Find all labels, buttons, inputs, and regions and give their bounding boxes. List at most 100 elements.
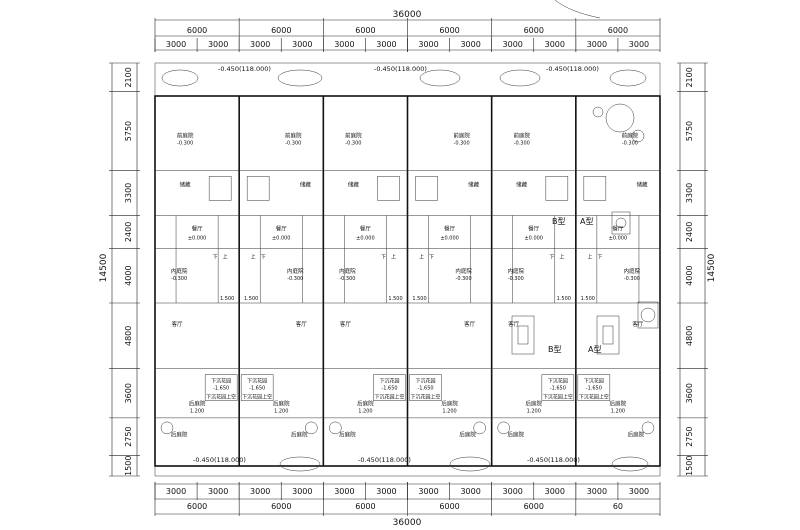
left-dimensions: 14500 2100575033002400400048003600275015… xyxy=(99,62,140,477)
room-dining: 餐厅 xyxy=(192,224,204,232)
bottom-half-dim: 3000 xyxy=(166,487,186,496)
level-front-yard: -0.300 xyxy=(514,140,530,146)
right-seg-dim: 4000 xyxy=(685,265,694,285)
shrub xyxy=(473,421,486,435)
top-unit-dim: 6000 xyxy=(187,26,207,35)
level-front-yard: -0.300 xyxy=(454,140,470,146)
bottom-half-dim: 3000 xyxy=(587,487,607,496)
left-seg-dim: 1500 xyxy=(124,456,133,476)
room-living: 客厅 xyxy=(508,320,520,328)
level-inner-court: -0.300 xyxy=(339,276,355,282)
bottom-unit-dim: 6000 xyxy=(524,502,544,511)
shrub-cluster xyxy=(609,69,647,87)
bottom-half-dim: 3000 xyxy=(250,487,270,496)
left-seg-dim: 4000 xyxy=(124,265,133,285)
room-basement-court: 下沉花园 xyxy=(584,378,604,385)
stair-block xyxy=(545,176,569,201)
top-unit-dim: 6000 xyxy=(608,26,628,35)
room-basement-void: 下沉花园上空 xyxy=(410,394,440,401)
level-back-yard: 1.200 xyxy=(442,409,456,415)
top-half-dim: 3000 xyxy=(629,40,649,49)
level-dining: ±0.000 xyxy=(188,235,207,241)
level-back-yard: 1.200 xyxy=(611,409,625,415)
type-label-a-2: A型 xyxy=(588,345,601,354)
level-front-yard: -0.300 xyxy=(345,140,361,146)
stair-up-mark: 上 xyxy=(251,253,256,260)
top-half-dim: 3000 xyxy=(503,40,523,49)
stair-up-mark: 上 xyxy=(559,253,564,260)
level-inner-court: -0.300 xyxy=(508,276,524,282)
shrub xyxy=(305,421,318,435)
elevation-bottom-3: -0.450(118.000) xyxy=(527,456,580,464)
top-half-dim: 3000 xyxy=(208,40,228,49)
right-seg-dim: 2750 xyxy=(685,427,694,447)
elevation-top-2: -0.450(118.000) xyxy=(374,65,427,73)
level-dining: ±0.000 xyxy=(440,235,459,241)
bottom-unit-dim: 6000 xyxy=(355,502,375,511)
room-back-yard-lower: 后庭院 xyxy=(628,431,645,439)
room-basement-void: 下沉花园上空 xyxy=(579,394,609,401)
level-inner-court: -0.300 xyxy=(456,276,472,282)
room-inner-court: 内庭院 xyxy=(171,267,188,275)
top-unit-dim: 6000 xyxy=(355,26,375,35)
right-seg-dim: 1500 xyxy=(685,456,694,476)
stair-block xyxy=(208,176,232,201)
top-half-dim: 3000 xyxy=(545,40,565,49)
top-total-dim: 36000 xyxy=(393,10,422,20)
top-half-dim: 3000 xyxy=(460,40,480,49)
top-half-dim: 3000 xyxy=(376,40,396,49)
basement-court xyxy=(541,374,575,401)
bottom-half-dim: 3000 xyxy=(503,487,523,496)
right-seg-dim: 2100 xyxy=(685,67,694,87)
level-dining: ±0.000 xyxy=(356,235,375,241)
level-dining: ±0.000 xyxy=(524,235,543,241)
room-inner-court: 内庭院 xyxy=(339,267,356,275)
garden-tree xyxy=(592,103,645,143)
stair-down-mark: 下 xyxy=(381,254,386,260)
shrub xyxy=(641,421,655,435)
level-dining: ±0.000 xyxy=(272,235,291,241)
left-total-dim: 14500 xyxy=(99,253,109,282)
room-front-yard: 前庭院 xyxy=(345,131,362,139)
bottom-half-dim: 3000 xyxy=(292,487,312,496)
bottom-half-dim: 3000 xyxy=(418,487,438,496)
shrub xyxy=(497,421,510,435)
shrub xyxy=(160,421,174,435)
shrub-cluster xyxy=(499,69,541,87)
level-basement: -1.650 xyxy=(381,386,397,392)
room-inner-court: 内庭院 xyxy=(507,267,524,275)
room-basement-void: 下沉花园上空 xyxy=(543,394,573,401)
left-seg-dim: 2100 xyxy=(124,67,133,87)
elevation-bottom-1: -0.450(118.000) xyxy=(193,456,246,464)
level-basement: -1.650 xyxy=(550,386,566,392)
room-back-yard-lower: 后庭院 xyxy=(459,431,476,439)
elevation-bottom-2: -0.450(118.000) xyxy=(358,456,411,464)
bottom-unit-dim: 6000 xyxy=(187,502,207,511)
right-total-dim: 14500 xyxy=(707,253,717,282)
level-basement: -1.650 xyxy=(417,386,433,392)
type-label-b-2: B型 xyxy=(548,345,562,354)
top-half-dim: 3000 xyxy=(250,40,270,49)
room-storage: 储藏 xyxy=(179,180,191,188)
stair-down-mark: 下 xyxy=(597,254,602,260)
top-unit-dim: 6000 xyxy=(271,26,291,35)
room-back-yard-lower: 后庭院 xyxy=(291,431,308,439)
basement-court xyxy=(409,374,442,401)
room-dining: 餐厅 xyxy=(528,224,540,232)
right-seg-dim: 3600 xyxy=(685,383,694,403)
room-back-yard: 后庭院 xyxy=(189,400,206,408)
shrub-cluster xyxy=(279,456,321,472)
level-front-yard: -0.300 xyxy=(285,140,301,146)
room-back-yard: 后庭院 xyxy=(610,400,627,408)
room-dining: 餐厅 xyxy=(360,224,372,232)
room-dining: 餐厅 xyxy=(276,224,288,232)
basement-court xyxy=(577,374,611,401)
room-basement-court: 下沉花园 xyxy=(415,378,435,385)
room-back-yard: 后庭院 xyxy=(357,400,374,408)
building-outline xyxy=(154,62,661,477)
room-basement-court: 下沉花园 xyxy=(379,378,399,385)
level-inner-court: -0.300 xyxy=(171,276,187,282)
basement-court xyxy=(240,374,274,401)
top-unit-dim: 6000 xyxy=(524,26,544,35)
